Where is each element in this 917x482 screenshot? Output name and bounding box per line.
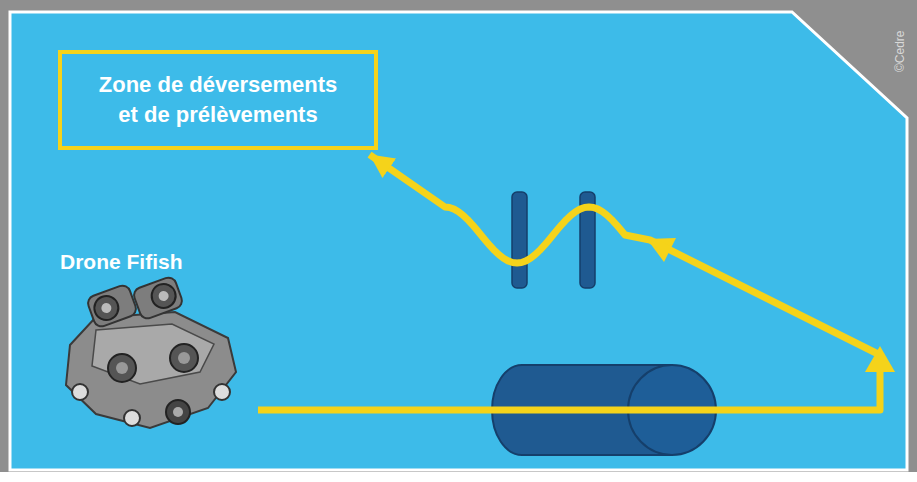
path-arrowhead <box>647 238 676 262</box>
cylinder-edge <box>522 454 672 456</box>
cylinder-edge <box>522 364 672 366</box>
trajectory-arrow <box>258 155 880 410</box>
slalom-pole <box>512 192 527 288</box>
grey-frame <box>0 0 917 472</box>
water-pool <box>10 12 907 470</box>
zone-title: Zone de déversements et de prélèvements <box>87 70 349 129</box>
cylinder-cap <box>628 365 716 455</box>
watermark: ©Cedre <box>893 30 907 72</box>
bottom-strip <box>0 472 917 482</box>
zone-box: Zone de déversements et de prélèvements <box>58 50 378 150</box>
slalom-pole <box>580 192 595 288</box>
path-arrowhead <box>865 346 895 372</box>
drone-label: Drone Fifish <box>60 250 183 274</box>
drone-node: Drone Fifish <box>48 248 258 438</box>
drone-picture <box>66 275 236 428</box>
